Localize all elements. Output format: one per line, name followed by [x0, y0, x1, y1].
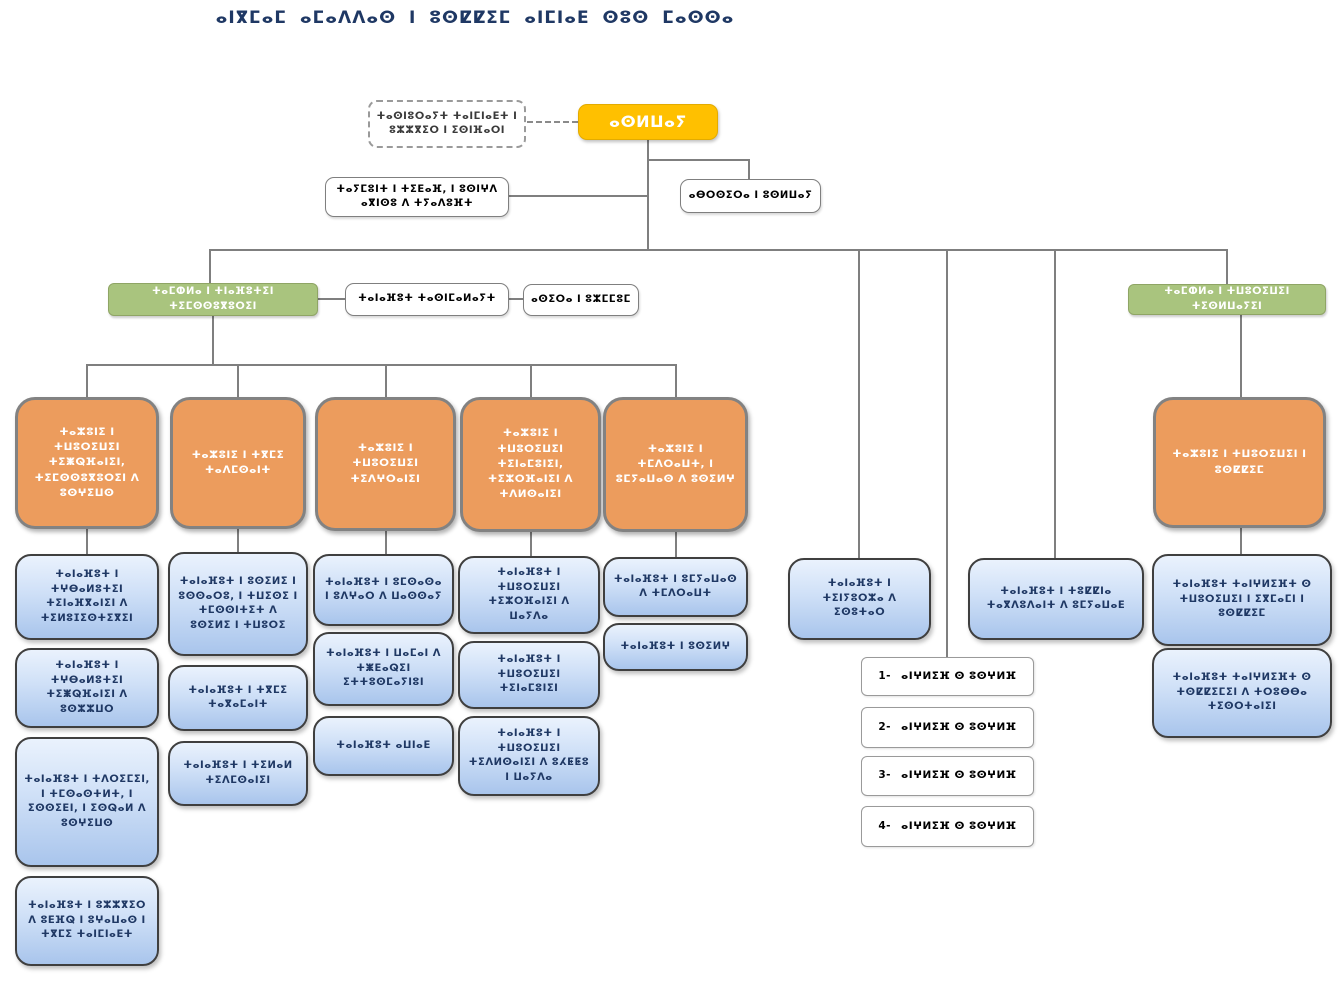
mission-row-2: 2- ⴰⵏⵖⵍⵉⴼ ⵙ ⵓⵙⵖⵍⴼ: [861, 707, 1034, 748]
node-audit-committee: ⵜⴰⵢⵎⵓⵏⵜ ⵏ ⵜⵉⴹⴰⴼ, ⵏ ⵓⵙⵏⵖⴷ ⴰⴳⵏⵙⵓ ⴷ ⵜⵢⴰⴷⵓⴼⵜ: [325, 177, 509, 217]
node-svc-culture-patrimoine: ⵜⴰⵏⴰⴼⵓⵜ ⵏ ⵜⵡⵓⵔⵉⵡⵉⵏ ⵜⵉⴷⵍⵙⴰⵏⵉⵏ ⴷ ⵓⵃⵟⵟⵓ ⵏ ⵡ…: [458, 716, 600, 796]
mission-label: ⴰⵏⵖⵍⵉⴼ ⵙ ⵓⵙⵖⵍⴼ: [901, 819, 1017, 832]
connector-div5-drop: [675, 364, 677, 397]
node-bureau-ordre: ⴰⵙⵉⵔⴰ ⵏ ⵓⵣⵎⵎⵓⵎ: [523, 284, 639, 316]
node-division-finance-admin: ⵜⴰⵣⵓⵏⵉ ⵏ ⵜⵡⵓⵔⵉⵡⵉⵏ ⵜⵉⵥⵕⴼⴰⵏⵉⵏ, ⵜⵉⵎⵙⵙⵓⴳⵓⵔⵉⵏ…: [15, 397, 159, 529]
connector-president-down: [647, 140, 649, 250]
node-svc-communication: ⵜⴰⵏⴰⴼⵓⵜ ⵏ ⵜⵓⵇⵇⵏⴰ ⵜⴰⴳⴷⵓⴷⴰⵏⵜ ⴷ ⵓⵎⵢⴰⵡⴰⴹ: [968, 558, 1144, 640]
node-svc-budget: ⵜⴰⵏⴰⴼⵓⵜ ⵏ ⵜⴷⵔⵉⵎⵉⵏ, ⵏ ⵜⵎⵙⴰⵙⵜⵍⵜ, ⵏ ⵉⵙⵙⵉⴹⵏ,…: [15, 737, 159, 867]
connector-main-h: [209, 249, 1228, 251]
connector-div2-drop: [237, 364, 239, 397]
node-direction-presidency: ⵜⴰⵎⵀⵍⴰ ⵏ ⵜⵡⵓⵔⵉⵡⵉⵏ ⵜⵉⵙⵍⵡⴰⵢⵉⵏ: [1128, 284, 1326, 315]
node-svc-ressources-fin: ⵜⴰⵏⴰⴼⵓⵜ ⵏ ⵜⵖⴱⴰⵍⵓⵜⵉⵏ ⵜⵉⵥⵕⴼⴰⵏⵉⵏ ⴷ ⵓⵙⵣⵣⵡⵔ: [15, 648, 159, 728]
mission-label: ⴰⵏⵖⵍⵉⴼ ⵙ ⵓⵙⵖⵍⴼ: [901, 720, 1017, 733]
connector-div4-drop: [530, 364, 532, 397]
connector-div6-svc: [1240, 528, 1242, 554]
node-svc-investissement: ⵜⴰⵏⴰⴼⵓⵜ ⵏ ⵓⵙⵉⵍⵉ ⵏ ⵓⵙⵙⴰⵔⵓ, ⵏ ⵜⵡⵉⵙⵉ ⵏ ⵜⵎⵙⵙ…: [168, 552, 308, 656]
connector-office-v: [748, 159, 750, 179]
connector-div5-svc: [675, 532, 677, 557]
connector-dashed-agency: [527, 121, 578, 123]
node-division-partenariat: ⵜⴰⵣⵓⵏⵉ ⵏ ⵜⵎⴷⵔⴰⵡⵜ, ⵏ ⵓⵎⵢⴰⵡⴰⵙ ⴷ ⵓⵙⵉⵍⵖ: [603, 397, 748, 532]
node-svc-amenagement: ⵜⴰⵏⴰⴼⵓⵜ ⵏ ⵓⵎⵙⴰⵙⴰ ⵏ ⵓⴷⵖⴰⵔ ⴷ ⵡⴰⵙⵙⴰⵢ: [313, 554, 454, 626]
node-svc-execution-pdr: ⵜⴰⵏⴰⴼⵓⵜ ⵏ ⵓⵣⵣⴳⵉⵔ ⴷ ⵓⴹⴼⵕ ⵏ ⵓⵖⴰⵡⴰⵙ ⵏ ⵜⴳⵎⵉ …: [15, 876, 159, 966]
node-division-social-culture: ⵜⴰⵣⵓⵏⵉ ⵏ ⵜⵡⵓⵔⵉⵡⵉⵏ ⵜⵉⵏⴰⵎⵓⵏⵉⵏ, ⵜⵉⵣⵔⴼⴰⵏⵉⵏ ⴷ…: [460, 397, 601, 532]
connector-dir-presidency-drop: [1226, 249, 1228, 284]
connector-dir-admin-drop: [209, 249, 211, 283]
node-president-office: ⴰⴱⵔⵙⵉⵔⴰ ⵏ ⵓⵙⵍⵡⴰⵢ: [680, 179, 821, 213]
mission-number: 1-: [878, 669, 892, 682]
connector-missions-drop: [946, 249, 948, 658]
node-direction-admin: ⵜⴰⵎⵀⵍⴰ ⵏ ⵜⵏⴰⴼⵓⵜⵉⵏ ⵜⵉⵎⵙⵙⵓⴳⵓⵔⵉⵏ: [108, 283, 318, 316]
node-svc-social: ⵜⴰⵏⴰⴼⵓⵜ ⵏ ⵜⵡⵓⵔⵉⵡⵉⵏ ⵜⵉⵏⴰⵎⵓⵏⵉⵏ: [458, 641, 600, 709]
node-svc-requetes: ⵜⴰⵏⴰⴼⵓⵜ ⵏ ⵜⵉⵏⵢⵓⵔⵣⴰ ⴷ ⵉⵙⵓⵜⴰⵔ: [788, 558, 931, 640]
node-svc-rh-logistique: ⵜⴰⵏⴰⴼⵓⵜ ⵏ ⵜⵖⴱⴰⵍⵓⵜⵉⵏ ⵜⵉⵏⴰⴼⴳⴰⵏⵉⵏ ⴷ ⵜⵉⵍⵓⵊⵉⵙ…: [15, 554, 159, 640]
node-svc-formation: ⵜⴰⵏⴰⴼⵓⵜ ⵏ ⵓⵙⵉⵍⵖ: [603, 623, 748, 671]
mission-row-4: 4- ⴰⵏⵖⵍⵉⴼ ⵙ ⵓⵙⵖⵍⴼ: [861, 806, 1034, 847]
connector-divisions-h: [86, 364, 676, 366]
connector-presidency-div: [1240, 315, 1242, 397]
connector-admin-down: [212, 316, 214, 365]
connector-committee-h: [508, 195, 648, 197]
mission-label: ⴰⵏⵖⵍⵉⴼ ⵙ ⵓⵙⵖⵍⴼ: [901, 669, 1017, 682]
mission-label: ⴰⵏⵖⵍⵉⴼ ⵙ ⵓⵙⵖⵍⴼ: [901, 769, 1017, 782]
connector-org-bureau: [509, 298, 523, 300]
node-svc-eau-energie: ⵜⴰⵏⴰⴼⵓⵜ ⵏ ⵡⴰⵎⴰⵏ ⴷ ⵜⵥⴹⴰⵕⵉⵏ ⵉⵜⵜⵓⵙⵎⴰⵢⵏⵓⵏ: [313, 632, 454, 706]
connector-div4-svc: [530, 532, 532, 556]
node-service-organisation: ⵜⴰⵏⴰⴼⵓⵜ ⵜⴰⵙⵏⵎⴰⵍⴰⵢⵜ: [345, 283, 509, 316]
page-title: ⴰⵏⴳⵎⴰⵎ ⴰⵎⴰⴷⴷⴰⵙ ⵏ ⵓⵙⵇⵇⵉⵎ ⴰⵏⵎⵏⴰⴹ ⵙⵓⵙ ⵎⴰⵙⵙⴰ: [215, 8, 735, 28]
connector-div3-drop: [385, 364, 387, 397]
node-division-territoire: ⵜⴰⵣⵓⵏⵉ ⵏ ⵜⵡⵓⵔⵉⵡⵉⵏ ⵜⵉⴷⵖⵔⴰⵏⵉⵏ: [315, 397, 456, 531]
mission-row-1: 1- ⴰⵏⵖⵍⵉⴼ ⵙ ⵓⵙⵖⵍⴼ: [861, 657, 1034, 696]
node-svc-activites-eco: ⵜⴰⵏⴰⴼⵓⵜ ⵏ ⵜⵉⵍⴰⵍ ⵜⵉⴷⵎⵙⴰⵏⵉⵏ: [168, 741, 308, 806]
connector-div1-svc: [86, 529, 88, 554]
node-division-economie: ⵜⴰⵣⵓⵏⵉ ⵏ ⵜⴳⵎⵉ ⵜⴰⴷⵎⵙⴰⵏⵜ: [170, 397, 306, 529]
node-svc-juridique-patrimoine: ⵜⴰⵏⴰⴼⵓⵜ ⵏ ⵜⵡⵓⵔⵉⵡⵉⵏ ⵜⵉⵣⵔⴼⴰⵏⵉⵏ ⴷ ⵡⴰⵢⴷⴰ: [458, 556, 600, 634]
node-svc-dev-durable: ⵜⴰⵏⴰⴼⵓⵜ ⵏ ⵜⴳⵎⵉ ⵜⴰⴳⴰⵎⴰⵏⵜ: [168, 665, 308, 731]
connector-div3-svc: [385, 531, 387, 554]
mission-number: 2-: [878, 720, 892, 733]
connector-div1-drop: [86, 364, 88, 397]
connector-green-org: [318, 298, 345, 300]
node-svc-environnement: ⵜⴰⵏⴰⴼⵓⵜ ⴰⵡⵏⴰⴹ: [313, 716, 454, 776]
connector-office-h: [647, 159, 750, 161]
mission-number: 4-: [878, 819, 892, 832]
node-svc-commissions: ⵜⴰⵏⴰⴼⵓⵜ ⵜⴰⵏⵖⵍⵉⴼⵜ ⵙ ⵜⵙⵇⵇⵉⵎⵉⵏ ⴷ ⵜⵔⵓⴱⴱⴰ ⵜⵉⵙ…: [1152, 648, 1332, 738]
node-president: ⴰⵙⵍⵡⴰⵢ: [578, 104, 718, 140]
node-svc-membres-conseil: ⵜⴰⵏⴰⴼⵓⵜ ⵜⴰⵏⵖⵍⵉⴼⵜ ⵙ ⵜⵡⵓⵔⵉⵡⵉⵏ ⵏ ⵉⴳⵎⴰⵎⵏ ⵏ ⵓ…: [1152, 554, 1332, 646]
node-division-conseil: ⵜⴰⵣⵓⵏⵉ ⵏ ⵜⵡⵓⵔⵉⵡⵉⵏ ⵏ ⵓⵙⵇⵇⵉⵎ: [1153, 397, 1326, 528]
mission-number: 3-: [878, 769, 892, 782]
connector-svc-communication-drop: [1054, 249, 1056, 559]
node-agency-dashed: ⵜⴰⵙⵏⵓⵔⴰⵢⵜ ⵜⴰⵏⵎⵏⴰⴹⵜ ⵏ ⵓⵣⵣⴳⵉⵔ ⵏ ⵉⵙⵏⴼⴰⵔⵏ: [368, 100, 526, 148]
mission-row-3: 3- ⴰⵏⵖⵍⵉⴼ ⵙ ⵓⵙⵖⵍⴼ: [861, 756, 1034, 796]
connector-div2-svc: [237, 529, 239, 552]
connector-svc-requetes-drop: [858, 249, 860, 559]
node-svc-cooperation: ⵜⴰⵏⴰⴼⵓⵜ ⵏ ⵓⵎⵢⴰⵡⴰⵙ ⴷ ⵜⵎⴷⵔⴰⵡⵜ: [603, 557, 748, 617]
